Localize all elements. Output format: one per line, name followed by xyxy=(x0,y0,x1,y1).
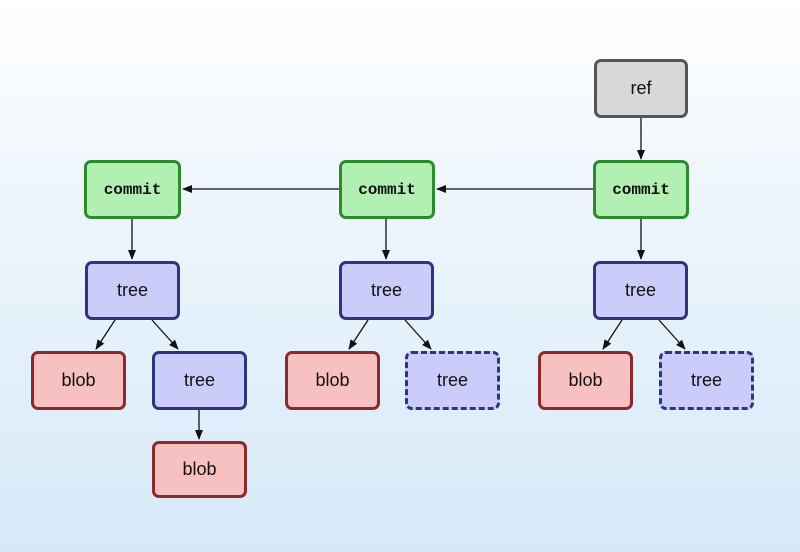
blob-node-2: blob xyxy=(152,441,247,498)
tree-node-3: tree xyxy=(593,261,688,320)
commit-node-1: commit xyxy=(84,160,181,219)
tree-node-1: tree xyxy=(85,261,180,320)
commit-node-2: commit xyxy=(339,160,435,219)
edge-tree-3-to-blob-4 xyxy=(602,319,623,350)
blob-node-4: blob xyxy=(538,351,633,410)
blob-node-1: blob xyxy=(31,351,126,410)
tree-node-4: tree xyxy=(152,351,247,410)
edge-tree-2-to-blob-3 xyxy=(348,319,369,350)
edge-tree-1-to-tree-4 xyxy=(151,319,179,350)
blob-node-3: blob xyxy=(285,351,380,410)
edge-tree-3-to-tree-6 xyxy=(658,319,686,350)
tree-node-5: tree xyxy=(405,351,500,410)
edge-tree-1-to-blob-1 xyxy=(95,319,116,350)
commit-node-3: commit xyxy=(593,160,689,219)
tree-node-6: tree xyxy=(659,351,754,410)
tree-node-2: tree xyxy=(339,261,434,320)
ref-node: ref xyxy=(594,59,688,118)
edge-tree-2-to-tree-5 xyxy=(404,319,432,350)
